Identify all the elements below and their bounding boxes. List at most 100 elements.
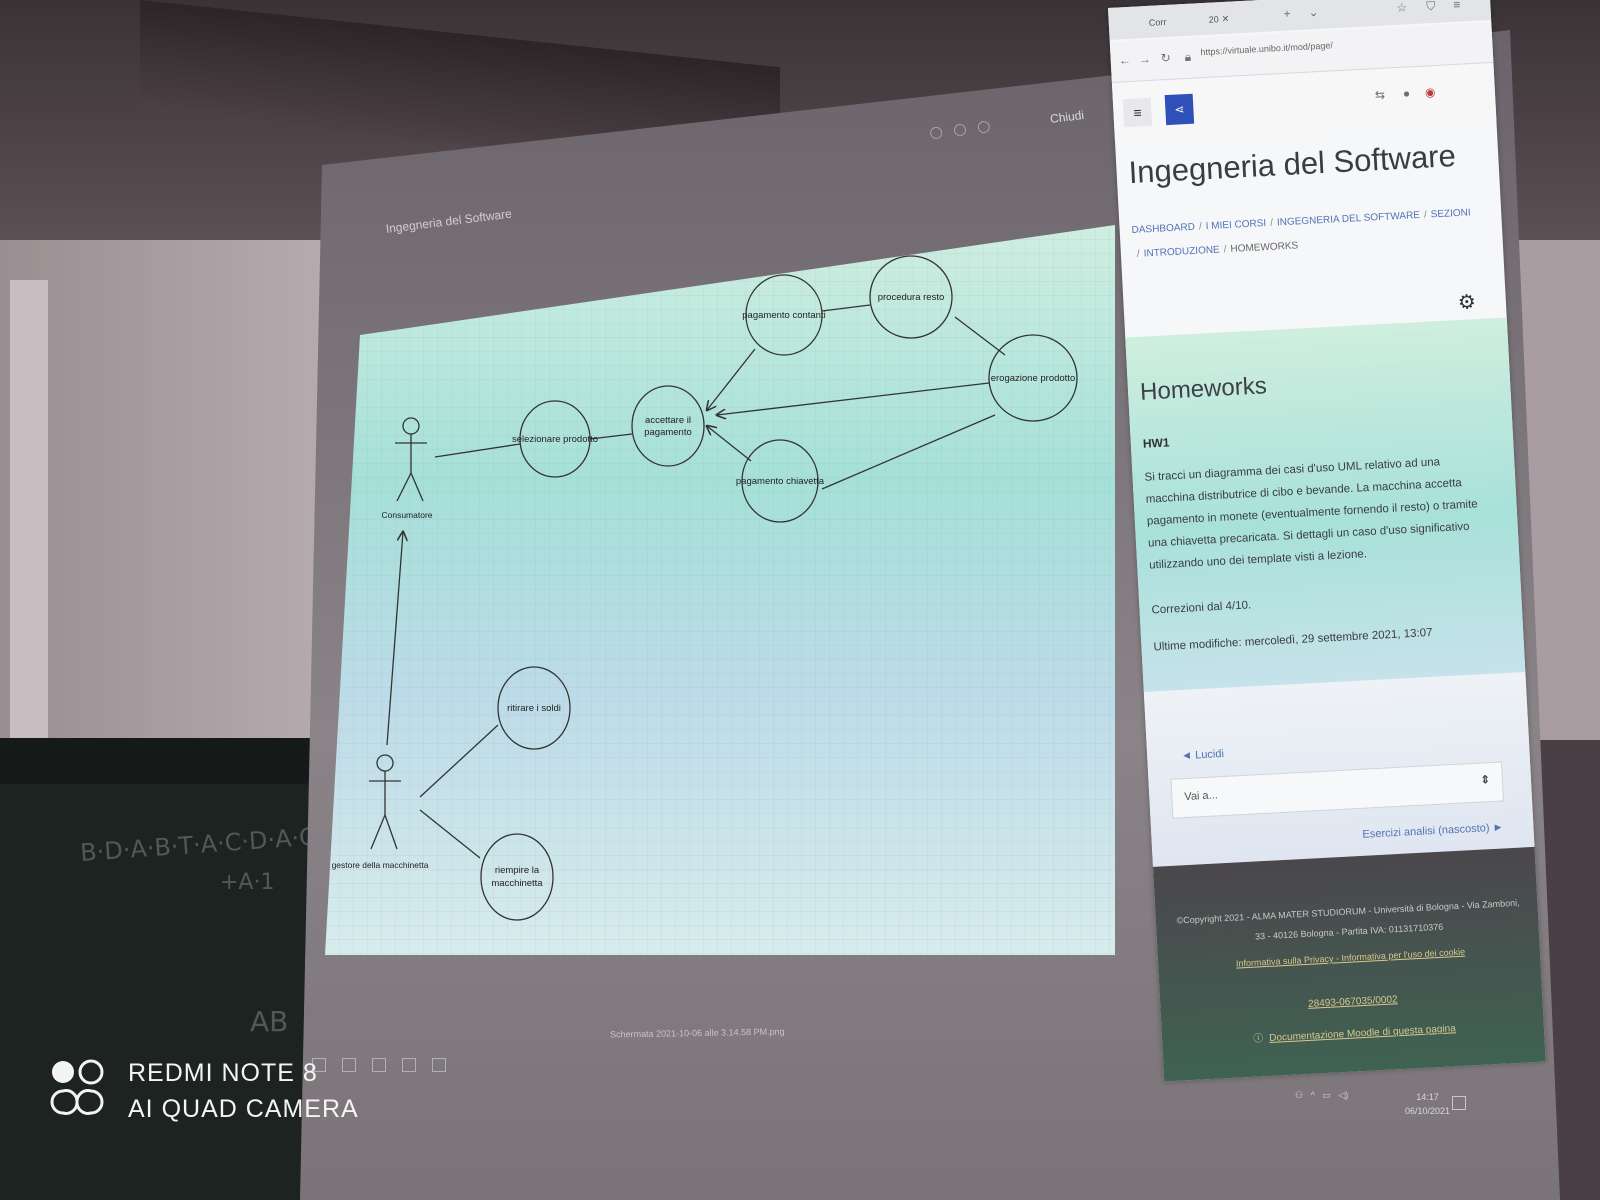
back-icon[interactable]: ← — [1118, 52, 1132, 68]
browser-tab[interactable]: Corr — [1148, 13, 1167, 32]
use-case-ellipse — [869, 255, 953, 339]
avatar[interactable]: ◉ — [1424, 84, 1436, 100]
prev-activity-link[interactable]: ◄ Lucidi — [1180, 747, 1225, 763]
page-title: Homeworks — [1139, 372, 1268, 406]
chalkboard — [0, 738, 330, 1200]
tab-label: 20 — [1208, 14, 1220, 25]
assoc-line — [419, 724, 499, 798]
zoom-in-icon[interactable] — [929, 126, 943, 140]
reload-icon[interactable]: ↻ — [1160, 50, 1172, 66]
privacy-link[interactable]: Informativa sulla Privacy — [1235, 953, 1334, 969]
task-view-icon[interactable] — [372, 1058, 386, 1072]
chalk-writing: +A·1 — [220, 870, 275, 895]
volume-icon[interactable]: ◁) — [1338, 1090, 1349, 1100]
browser-tab-active[interactable]: 20✕ — [1208, 10, 1229, 29]
close-icon[interactable]: ✕ — [1221, 13, 1230, 24]
use-case-label: selezionare prodotto — [512, 434, 598, 445]
hamburger-menu-button[interactable]: ≡ — [1122, 97, 1153, 128]
lock-icon: 🔒︎ — [1184, 49, 1192, 65]
use-case-label: pagamento chiavetta — [736, 476, 825, 487]
use-case-label: pagamento — [644, 427, 692, 438]
watermark-line: AI QUAD CAMERA — [128, 1095, 359, 1123]
assoc-line — [434, 443, 521, 458]
menu-icon[interactable]: ≡ — [1452, 0, 1461, 12]
activity-navigation: ◄ Lucidi Vai a... ⇕ Esercizi analisi (na… — [1143, 672, 1535, 867]
actor-label: gestore della macchinetta — [332, 860, 429, 870]
forward-icon[interactable]: → — [1138, 51, 1152, 67]
arrow — [707, 426, 752, 462]
use-case-ellipse — [741, 439, 819, 523]
corrections-note: Correzioni dal 4/10. — [1151, 599, 1252, 617]
bookmark-star-icon[interactable]: ☆ — [1396, 0, 1408, 15]
breadcrumb-item[interactable]: DASHBOARD — [1131, 221, 1196, 237]
chevron-up-icon[interactable]: ^ — [1310, 1090, 1315, 1100]
assoc-line — [954, 316, 1006, 356]
use-case-ellipse — [519, 400, 591, 478]
breadcrumb-item[interactable]: INTRODUZIONE — [1143, 244, 1220, 260]
use-case-ellipse — [631, 385, 705, 467]
camera-logo-icon — [48, 1058, 106, 1121]
gear-icon[interactable]: ⚙ — [1457, 291, 1477, 315]
use-case-label: accettare il — [645, 415, 691, 426]
footer-copyright: ©Copyright 2021 - ALMA MATER STUDIORUM -… — [1176, 897, 1520, 942]
clock-date: 06/10/2021 — [1405, 1106, 1451, 1116]
use-case-label: procedura resto — [878, 292, 945, 303]
tab-label: Corr — [1148, 16, 1167, 28]
watermark-line: REDMI NOTE 8 — [128, 1059, 318, 1087]
share-button[interactable]: ⋖ — [1164, 93, 1195, 126]
page-content: Homeworks HW1 Si tracci un diagramma dei… — [1125, 317, 1526, 693]
arrow — [717, 382, 990, 415]
shield-icon[interactable]: ⛉ — [1425, 0, 1436, 14]
actor-gestore-icon — [369, 754, 401, 850]
chalk-writing: AB — [250, 1005, 289, 1038]
next-activity-link[interactable]: Esercizi analisi (nascosto) ► — [1362, 821, 1504, 841]
search-icon[interactable] — [342, 1058, 356, 1072]
use-case-label: ritirare i soldi — [507, 703, 561, 714]
footer-code-link[interactable]: 28493-067035/0002 — [1307, 994, 1398, 1010]
chevron-down-icon[interactable]: ⌄ — [1308, 4, 1319, 20]
diagram-canvas: Consumatore gestore della macchinetta se… — [325, 225, 1115, 955]
assoc-line — [589, 433, 633, 440]
footer-doc: ⓘ Documentazione Moodle di questa pagina — [1182, 1015, 1527, 1048]
network-icon[interactable]: ▭ — [1322, 1090, 1331, 1100]
app-icon[interactable] — [432, 1058, 446, 1072]
clock[interactable]: 14:17 06/10/2021 — [1405, 1090, 1450, 1118]
course-title: Ingegneria del Software — [1127, 138, 1457, 191]
jump-placeholder: Vai a... — [1184, 789, 1219, 804]
windows-start-icon[interactable] — [312, 1058, 326, 1072]
generalization-arrow — [386, 532, 403, 746]
use-case-label: pagamento contanti — [742, 310, 825, 321]
taskbar-apps — [312, 1058, 446, 1072]
camera-watermark: REDMI NOTE 8 AI QUAD CAMERA — [128, 1055, 359, 1127]
use-case-ellipse — [988, 334, 1078, 422]
breadcrumb-item[interactable]: INGEGNERIA DEL SOFTWARE — [1276, 209, 1421, 229]
moodle-doc-link[interactable]: Documentazione Moodle di questa pagina — [1268, 1023, 1457, 1044]
user-icon[interactable]: ⚇ — [1295, 1090, 1304, 1100]
use-case-label: erogazione prodotto — [991, 373, 1076, 384]
use-case-diagram: Consumatore gestore della macchinetta se… — [325, 225, 1115, 955]
assoc-line — [419, 809, 481, 859]
translate-icon[interactable]: ⇆ — [1374, 87, 1386, 103]
actor-consumatore-icon — [395, 417, 427, 502]
breadcrumb-item[interactable]: SEZIONI — [1430, 207, 1471, 221]
use-case-ellipse — [745, 274, 823, 356]
breadcrumb: DASHBOARD/I MIEI CORSI/INGEGNERIA DEL SO… — [1131, 207, 1471, 260]
breadcrumb-item[interactable]: I MIEI CORSI — [1205, 218, 1267, 233]
zoom-out-icon[interactable] — [953, 123, 967, 137]
homework-description: Si tracci un diagramma dei casi d'uso UM… — [1144, 456, 1478, 572]
notification-icon[interactable] — [1452, 1096, 1466, 1110]
url-field[interactable]: https://virtuale.unibo.it/mod/page/ — [1200, 40, 1334, 58]
chalkboard-frame — [0, 738, 330, 784]
cookie-link[interactable]: Informativa per l'uso dei cookie — [1341, 946, 1466, 964]
page-footer: ©Copyright 2021 - ALMA MATER STUDIORUM -… — [1153, 846, 1546, 1082]
download-icon[interactable] — [977, 120, 991, 134]
app-icon[interactable] — [402, 1058, 416, 1072]
jump-to-select[interactable]: Vai a... ⇕ — [1170, 761, 1505, 819]
use-case-label: riempire la — [495, 865, 540, 876]
chat-icon[interactable]: ● — [1402, 86, 1411, 101]
info-icon: ⓘ — [1252, 1033, 1264, 1045]
new-tab-icon[interactable]: + — [1283, 6, 1291, 21]
arrow — [707, 348, 756, 410]
actor-label: Consumatore — [381, 510, 432, 520]
use-case-ellipse — [480, 833, 554, 921]
